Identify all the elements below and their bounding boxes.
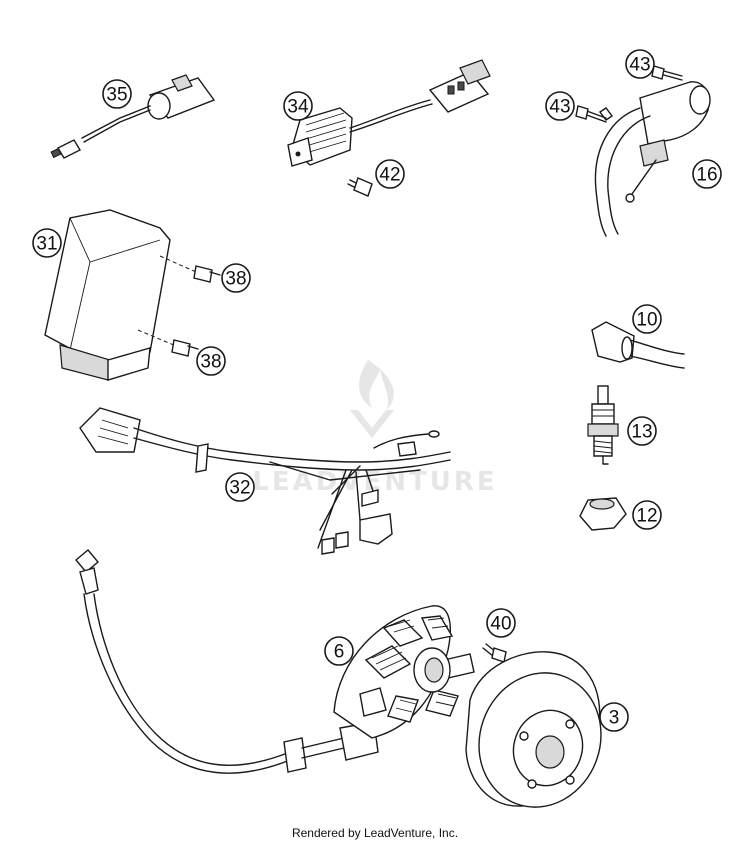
callout-31: 31 xyxy=(32,228,62,258)
stator-windings xyxy=(359,615,475,723)
svg-text:10: 10 xyxy=(636,310,657,331)
callout-3: 3 xyxy=(599,702,629,732)
svg-text:32: 32 xyxy=(229,478,250,499)
callout-43-left: 43 xyxy=(545,91,575,121)
part-31-cdi-unit xyxy=(44,209,171,381)
part-10-spark-plug-cap xyxy=(591,321,685,369)
callout-6: 6 xyxy=(324,636,354,666)
part-43-screw-top xyxy=(651,65,683,81)
part-35-condenser xyxy=(50,74,216,159)
part-42-screw xyxy=(347,177,373,197)
callout-38-upper: 38 xyxy=(221,263,251,293)
part-40-screw xyxy=(482,643,507,663)
svg-text:42: 42 xyxy=(379,165,400,186)
part-38-screw-lower xyxy=(171,339,199,357)
callout-32: 32 xyxy=(225,472,255,502)
callout-13: 13 xyxy=(627,416,657,446)
callout-38-lower: 38 xyxy=(196,346,226,376)
callout-34: 34 xyxy=(283,91,313,121)
footer-credit: Rendered by LeadVenture, Inc. xyxy=(291,826,459,840)
svg-text:43: 43 xyxy=(629,55,650,76)
leadventure-watermark: LEADVENTURE xyxy=(252,360,495,497)
part-16-ignition-coil xyxy=(594,81,711,237)
part-3-flywheel xyxy=(465,651,602,808)
part-6-stator xyxy=(75,549,475,774)
svg-text:38: 38 xyxy=(200,352,221,373)
svg-text:40: 40 xyxy=(490,614,511,635)
part-32-wiring-harness xyxy=(79,407,451,555)
callout-43-top: 43 xyxy=(625,49,655,79)
svg-text:31: 31 xyxy=(36,234,57,255)
svg-text:13: 13 xyxy=(631,422,652,443)
part-38-screw-upper xyxy=(193,265,221,283)
svg-text:12: 12 xyxy=(636,506,657,527)
callout-42: 42 xyxy=(375,159,405,189)
svg-text:35: 35 xyxy=(106,85,127,106)
svg-text:43: 43 xyxy=(549,97,570,118)
part-12-spark-plug-seal xyxy=(579,497,627,531)
callout-12: 12 xyxy=(632,500,662,530)
svg-text:16: 16 xyxy=(696,165,717,186)
callout-35: 35 xyxy=(102,79,132,109)
part-34-voltage-regulator xyxy=(287,59,491,167)
callout-10: 10 xyxy=(632,304,662,334)
svg-text:6: 6 xyxy=(334,642,345,663)
part-13-spark-plug xyxy=(587,385,619,465)
callout-40: 40 xyxy=(486,608,516,638)
svg-text:34: 34 xyxy=(287,97,309,118)
svg-text:3: 3 xyxy=(609,708,620,729)
svg-text:38: 38 xyxy=(225,269,246,290)
callout-16: 16 xyxy=(692,159,722,189)
part-43-screw-left xyxy=(575,105,607,123)
